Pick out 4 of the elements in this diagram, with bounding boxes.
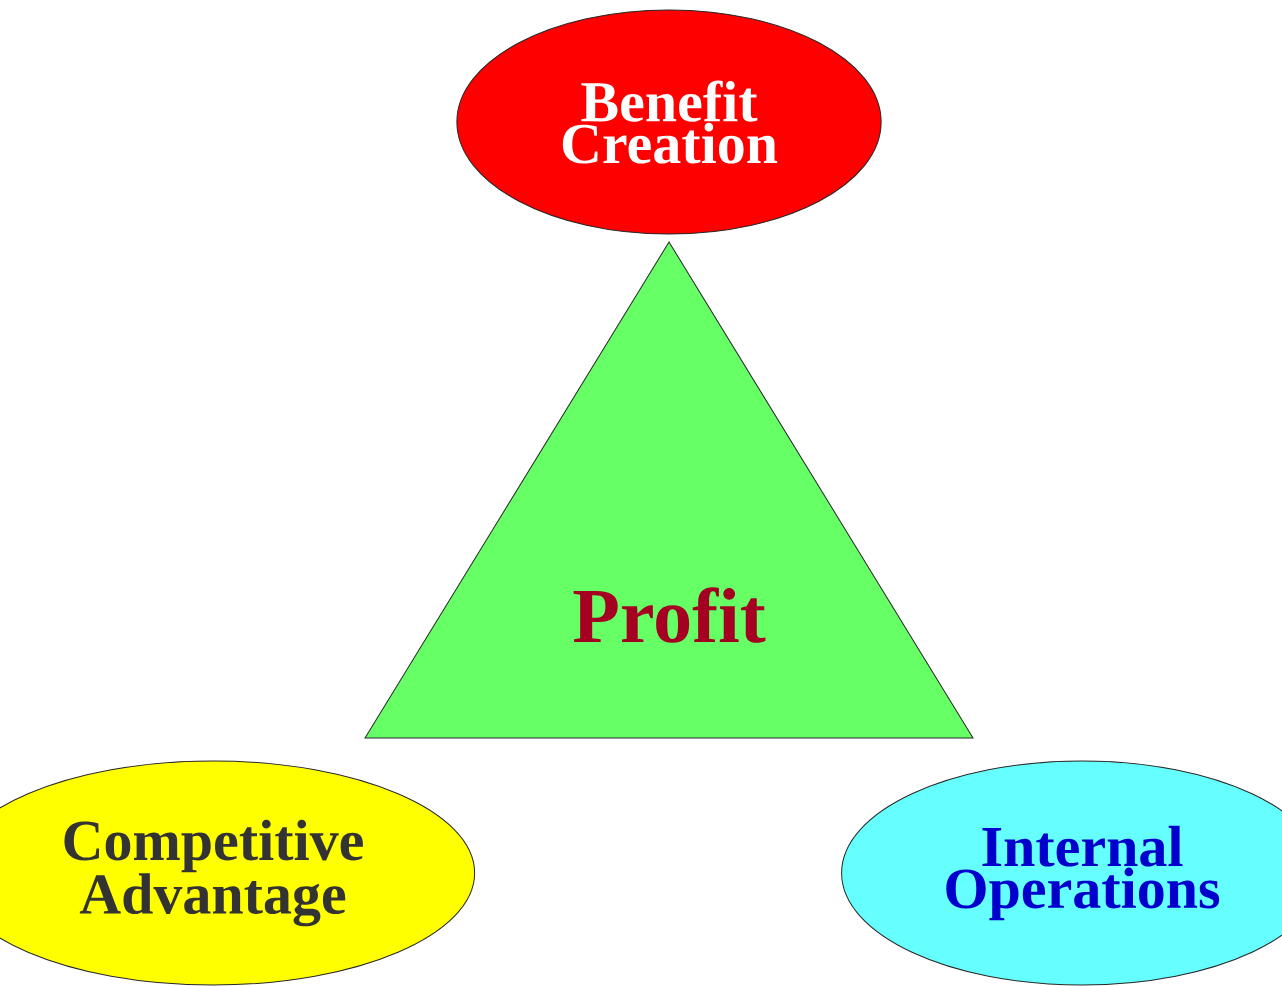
triangle-node: Profit — [364, 241, 974, 739]
ellipse-node: Competitive Advantage — [0, 760, 476, 986]
ellipse-node: Internal Operations — [841, 760, 1282, 986]
ellipse-node: Benefit Creation — [456, 9, 882, 235]
